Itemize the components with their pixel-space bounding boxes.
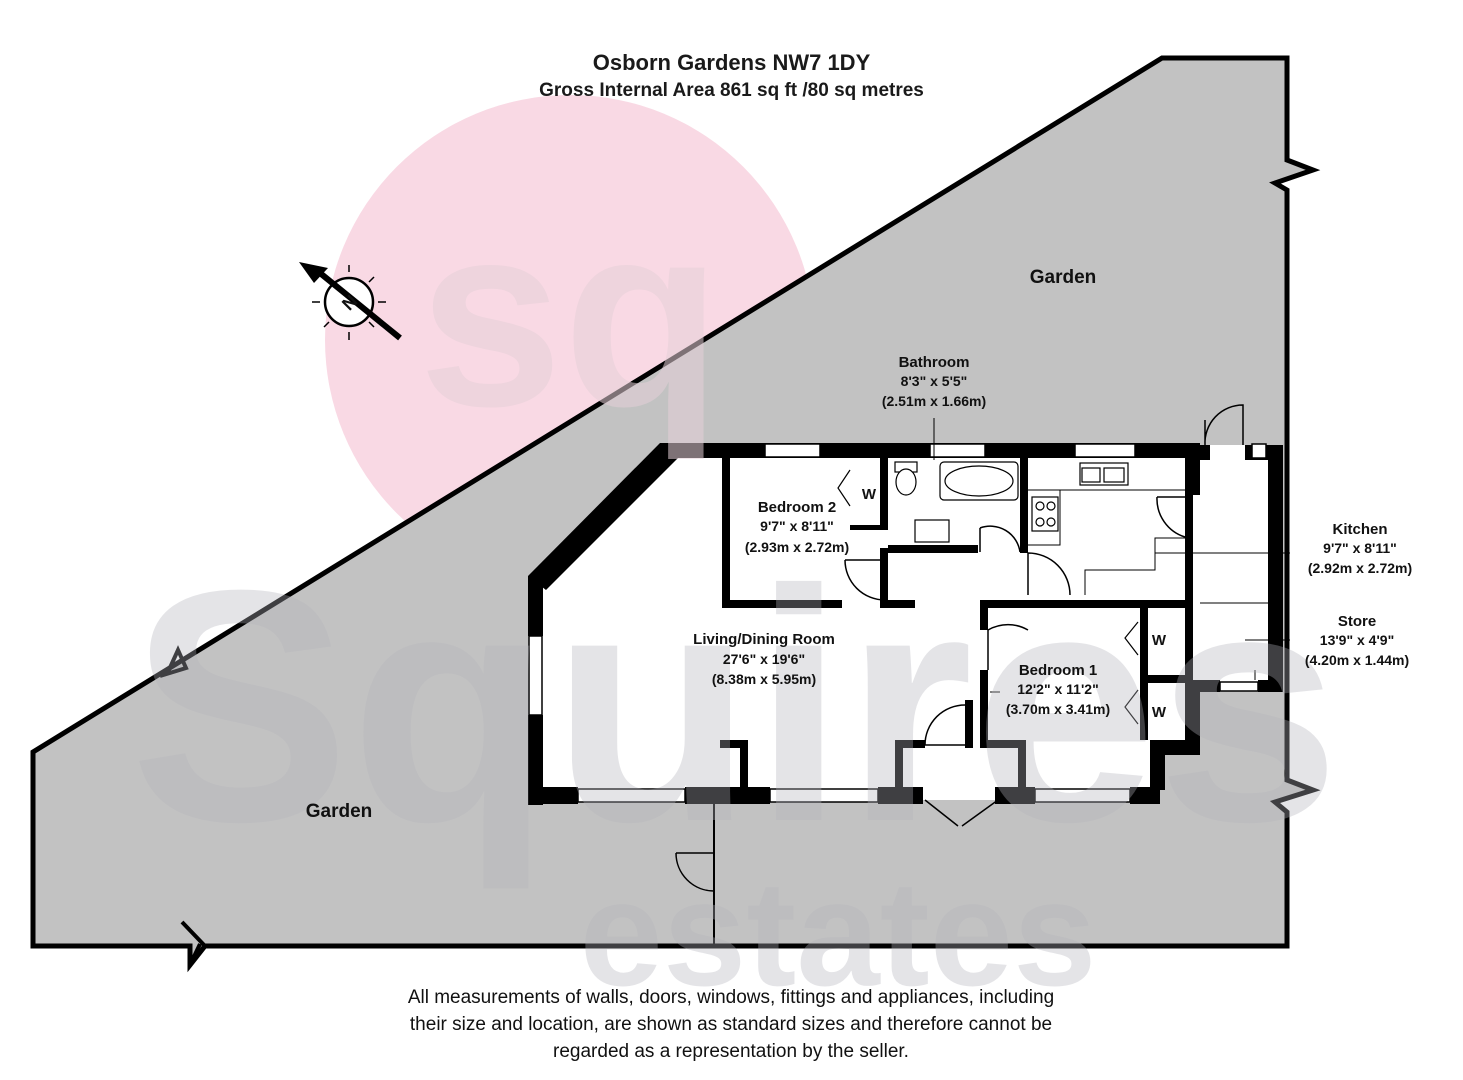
room-bathroom: Bathroom 8'3" x 5'5" (2.51m x 1.66m) (882, 354, 986, 409)
kitchen-worktop (1028, 489, 1185, 595)
room-bedroom2: Bedroom 2 9'7" x 8'11" (2.93m x 2.72m) (745, 499, 849, 555)
garden-label-bottom: Garden (306, 801, 373, 822)
room-name: Living/Dining Room (693, 631, 835, 648)
room-imperial: 12'2" x 11'2" (1017, 681, 1098, 697)
disclaimer: All measurements of walls, doors, window… (331, 984, 1131, 1065)
watermark-text-estates: estates (579, 849, 1096, 1017)
compass-rose: N (299, 262, 402, 341)
disclaimer-line-2: their size and location, are shown as st… (409, 1014, 1053, 1035)
page-subtitle: Gross Internal Area 861 sq ft /80 sq met… (539, 80, 924, 101)
wardrobe-label-bedroom2: W (862, 486, 877, 503)
interior-walls (720, 458, 1193, 790)
room-metric: (3.70m x 3.41m) (1006, 701, 1110, 717)
watermark-text-squires: Squires (130, 521, 1340, 892)
room-imperial: 8'3" x 5'5" (901, 373, 968, 389)
room-imperial: 9'7" x 8'11" (1323, 540, 1397, 556)
room-bedroom1: Bedroom 1 12'2" x 11'2" (3.70m x 3.41m) (1006, 662, 1110, 717)
page-title: Osborn Gardens NW7 1DY (592, 50, 871, 75)
compass-arrow (318, 270, 402, 341)
room-store: Store 13'9" x 4'9" (4.20m x 1.44m) (1305, 613, 1409, 668)
room-metric: (2.92m x 2.72m) (1308, 560, 1412, 576)
break-mark-bottom (180, 920, 208, 967)
room-imperial: 9'7" x 8'11" (760, 518, 834, 534)
room-metric: (8.38m x 5.95m) (712, 671, 816, 687)
compass-arrow-head (299, 262, 328, 283)
doors (844, 404, 1244, 827)
room-living: Living/Dining Room 27'6" x 19'6" (8.38m … (693, 631, 835, 687)
room-metric: (4.20m x 1.44m) (1305, 652, 1409, 668)
room-name: Bathroom (899, 354, 970, 371)
windows (528, 443, 1267, 803)
room-imperial: 13'9" x 4'9" (1320, 632, 1394, 648)
room-metric: (2.93m x 2.72m) (745, 539, 849, 555)
room-name: Store (1338, 613, 1376, 630)
building-interior (530, 445, 1275, 800)
wardrobe-label-bedroom1-upper: W (1152, 632, 1167, 649)
garden-gate (675, 852, 715, 892)
room-name: Bedroom 2 (758, 499, 836, 516)
room-name: Kitchen (1332, 521, 1387, 538)
wardrobe-doors (837, 469, 1139, 725)
disclaimer-line-3: regarded as a representation by the sell… (553, 1041, 909, 1062)
wardrobe-label-bedroom1-lower: W (1152, 704, 1167, 721)
disclaimer-line-1: All measurements of walls, doors, window… (407, 987, 1055, 1008)
room-name: Bedroom 1 (1019, 662, 1097, 679)
garden-label-top: Garden (1030, 267, 1097, 288)
room-imperial: 27'6" x 19'6" (723, 651, 805, 667)
break-mark-left (159, 645, 189, 678)
room-metric: (2.51m x 1.66m) (882, 393, 986, 409)
watermark-logo: sq (418, 171, 721, 462)
dimension-lines (933, 418, 1290, 693)
basin (914, 519, 950, 543)
room-kitchen: Kitchen 9'7" x 8'11" (2.92m x 2.72m) (1308, 521, 1412, 576)
fixtures (894, 461, 1129, 543)
